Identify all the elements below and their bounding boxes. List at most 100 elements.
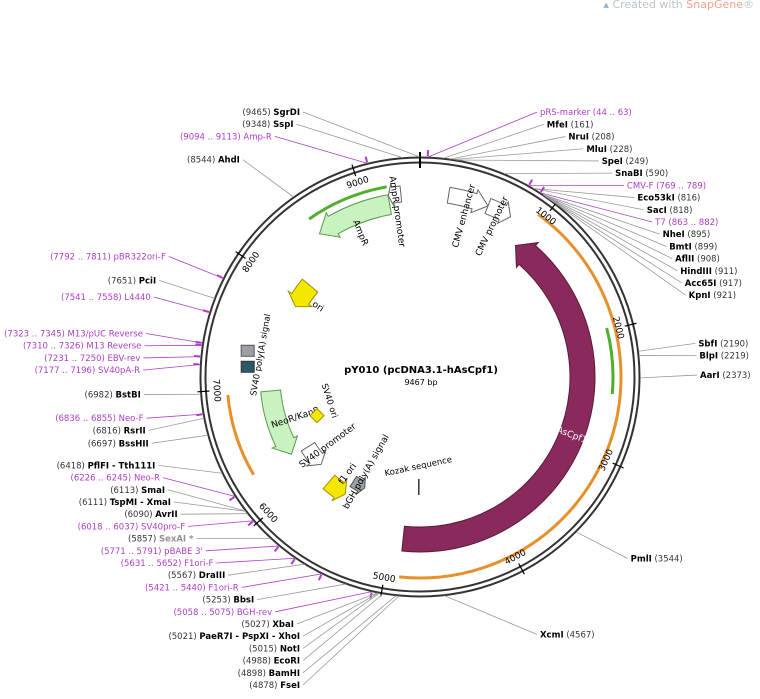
plasmid-name: pY010 (pcDNA3.1-hAsCpf1) [344, 365, 498, 376]
site-label-avrii: (6090) AvrII [124, 510, 177, 520]
site-label-sexai: (5857) SexAI * [128, 535, 194, 545]
leader-hindiii [544, 195, 678, 272]
leader-fsei [302, 595, 400, 686]
watermark-mark: ® [743, 0, 754, 11]
site-label-ahdi: (8544) AhdI [187, 156, 240, 166]
leader-pmli [576, 531, 628, 559]
leader-noti [302, 592, 380, 649]
leader-f1ori-f [216, 557, 296, 564]
feature-cmv-promoter [484, 197, 512, 225]
leader-xcmi [444, 595, 538, 635]
feature-ampr-promoter [387, 183, 403, 208]
site-label-bstbi: (6982) BstBI [85, 391, 141, 401]
site-label-bgh-rev: (5058 .. 5075) BGH-rev [173, 608, 272, 618]
site-label-l4440: (7541 .. 7558) L4440 [61, 293, 151, 303]
leader-nrui [450, 136, 566, 160]
leader-f1ori-r [241, 573, 322, 588]
site-label-f1ori-f: (5631 .. 5652) F1ori-F [121, 559, 214, 569]
leader-acc65i [545, 196, 683, 284]
primer-mark-ebv-rev [193, 354, 201, 358]
primer-mark-f1ori-r [317, 574, 323, 581]
sv40-ori-diamond [309, 407, 325, 424]
site-label-prs-marker: pRS-marker (44 .. 63) [540, 108, 632, 118]
site-label-pcii: (7651) PciI [108, 276, 156, 286]
leader-tspmi-xmai [173, 501, 246, 512]
primer-mark-m13-puc-reverse [195, 340, 202, 344]
leader-sv40pro-f [188, 520, 254, 527]
outer-arc-orange-3 [226, 394, 255, 476]
site-label-eco53ki: Eco53kI (816) [637, 194, 700, 204]
leader-pbr322ori-f [168, 256, 224, 279]
site-label-nrui: NruI (208) [568, 133, 614, 143]
site-label-aflii: AflII (908) [675, 255, 720, 265]
site-label-bamhi: (4898) BamHI [238, 669, 300, 679]
primer-mark-t7 [540, 186, 545, 193]
tick-8000 [235, 251, 246, 259]
site-label-rsrii: (6816) RsrII [93, 426, 146, 436]
site-label-amp-r: (9094 .. 9113) Amp-R [180, 132, 272, 142]
watermark-prefix: Created with [612, 0, 687, 11]
leader-sbfi [638, 342, 696, 352]
site-label-noti: (5015) NotI [249, 644, 300, 654]
outer-arc-green-1 [605, 327, 615, 395]
primer-mark-sv40pro-f [247, 520, 254, 527]
sv40-polya-box [240, 344, 255, 357]
feature-bgh-poly-a-signal [349, 475, 366, 496]
kozak-label: Kozak sequence [384, 455, 453, 479]
tick-9000 [351, 164, 357, 177]
leader-draiii [228, 563, 305, 576]
feature-ascpf1 [401, 241, 596, 553]
leader-neo-r [162, 477, 236, 497]
primer-mark-l4440 [202, 309, 210, 313]
tick-label-7000: 7000 [210, 379, 222, 403]
leader-sgrdi [302, 111, 420, 158]
leader-t7 [540, 192, 653, 223]
feature-ori [287, 278, 319, 308]
tick-6000 [253, 517, 264, 527]
leader-kpni [546, 196, 686, 296]
tick-3000 [612, 462, 624, 469]
leader-l4440 [153, 296, 210, 313]
tick-label-6000: 6000 [256, 502, 279, 526]
leader-mlui [453, 148, 584, 160]
feature-label-ampr: AmpR [350, 219, 370, 248]
leader-ecori [302, 593, 384, 661]
site-label-blpi: BlpI (2219) [699, 352, 749, 362]
primer-mark-neo-f [196, 413, 203, 417]
tick-4000 [518, 563, 525, 575]
site-label-t7: T7 (863 .. 882) [654, 218, 718, 228]
primer-mark-neo-r [228, 496, 235, 502]
site-label-saci: SacI (818) [647, 206, 693, 216]
leader-aari [639, 374, 698, 379]
leader-paer7i-pspxi-xhoi [302, 592, 379, 637]
leader-aflii [544, 195, 673, 259]
leader-smai [167, 489, 246, 512]
tick-7000 [197, 390, 210, 393]
leader-bgh-rev [275, 591, 372, 613]
sv40-polya-box-2 [240, 360, 255, 373]
leader-saci [533, 188, 644, 211]
site-label-bbsi: (5253) BbsI [202, 596, 254, 606]
leader-bsshii [151, 434, 208, 444]
site-label-xcmi: XcmI (4567) [540, 630, 595, 640]
site-label-bmti: BmtI (899) [669, 242, 717, 252]
primer-mark-pbr322ori-f [216, 274, 223, 279]
feature-ampr [318, 194, 393, 238]
watermark-brand: SnapGene [686, 0, 743, 11]
site-label-mfei: MfeI (161) [547, 120, 594, 130]
tick-label-5000: 5000 [372, 571, 397, 585]
site-label-hindiii: HindIII (911) [680, 267, 737, 277]
site-label-snabi: SnaBI (590) [615, 169, 668, 179]
snapgene-logo-icon: ▴ [603, 0, 609, 11]
site-label-nhei: NheI (895) [663, 230, 711, 240]
outer-arc-orange-0 [399, 213, 623, 580]
tick-label-9000: 9000 [345, 175, 370, 192]
leader-ebv-rev [143, 356, 201, 359]
leader-prs-marker [427, 111, 538, 158]
site-label-ebv-rev: (7231 .. 7250) EBV-rev [44, 354, 140, 364]
leader-ahdi [242, 159, 294, 198]
site-label-pbr322ori-f: (7792 .. 7811) pBR322ori-F [50, 252, 166, 262]
site-label-bsshii: (6697) BssHII [88, 439, 149, 449]
primer-mark-pbabe-3 [273, 546, 280, 552]
leader-pbabe-3 [205, 545, 280, 552]
